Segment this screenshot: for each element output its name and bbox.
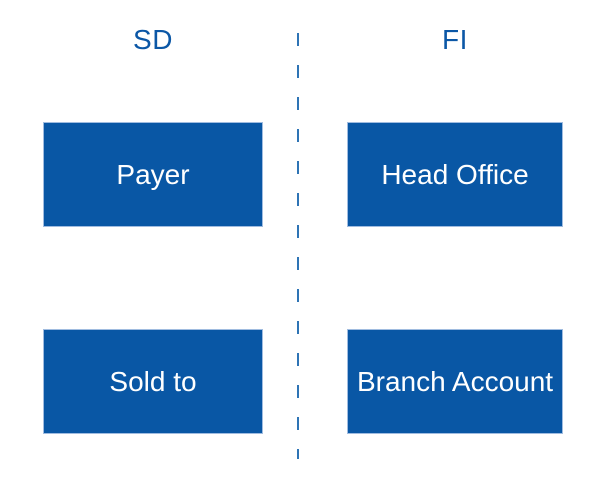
sold-to-box: Sold to bbox=[43, 329, 263, 434]
column-header-fi: FI bbox=[442, 24, 468, 55]
column-header-sd: SD bbox=[133, 24, 173, 55]
payer-box-label: Payer bbox=[116, 158, 190, 190]
branch-account-box: Branch Account bbox=[347, 329, 563, 434]
head-office-box-label: Head Office bbox=[381, 158, 529, 190]
sold-to-box-label: Sold to bbox=[109, 365, 197, 397]
payer-box: Payer bbox=[43, 122, 263, 227]
branch-account-box-label: Branch Account bbox=[356, 365, 554, 397]
head-office-box: Head Office bbox=[347, 122, 563, 227]
dashed-column-divider bbox=[297, 33, 299, 459]
